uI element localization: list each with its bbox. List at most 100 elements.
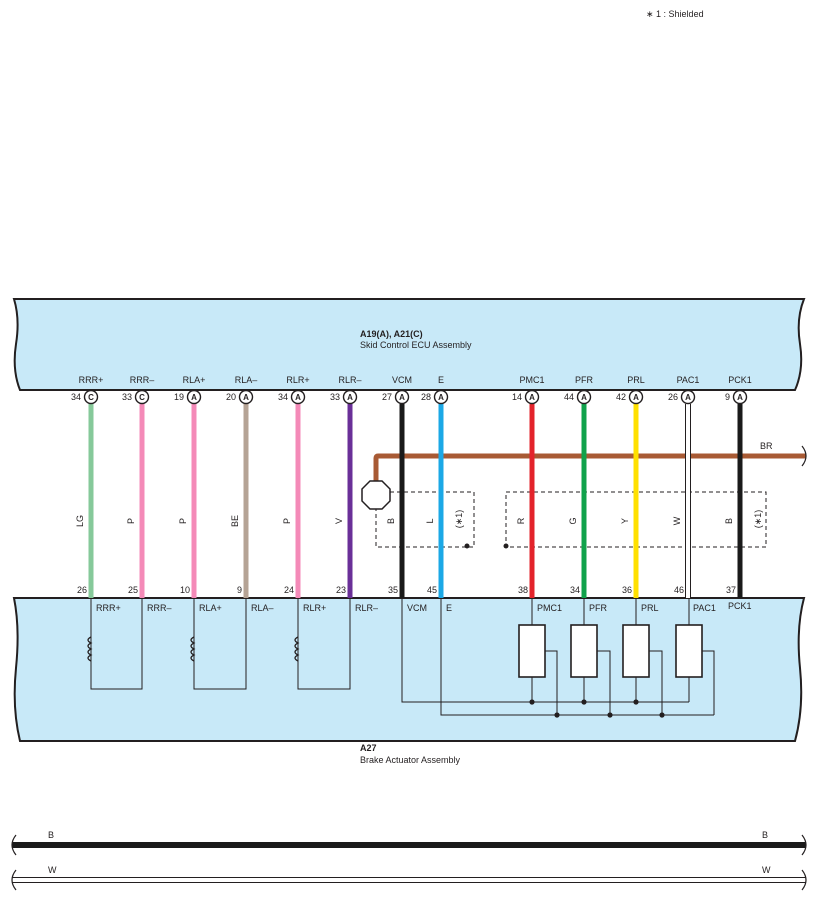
ecu-terminal-label: PCK1: [728, 375, 752, 385]
shield-legend: ∗ 1 : Shielded: [646, 9, 704, 19]
ecu-terminal-label: RLR+: [286, 375, 309, 385]
connector-circle-icon: [576, 389, 592, 405]
actuator-pin-number: 45: [427, 585, 437, 595]
connector-letter: A: [191, 393, 197, 402]
ecu-terminal-label: RLR–: [338, 375, 361, 385]
shield-junction-right: [503, 543, 509, 549]
ecu-terminal-label: PMC1: [519, 375, 544, 385]
actuator-terminal-label: RLA+: [199, 603, 222, 613]
wire-color-code: B: [724, 518, 734, 524]
actuator-pin-number: 34: [570, 585, 580, 595]
connector-letter: C: [88, 393, 94, 402]
pressure-sensor-pmc1: [518, 624, 546, 678]
actuator-terminal-label: PAC1: [693, 603, 716, 613]
actuator-pin-number: 35: [388, 585, 398, 595]
ecu-terminal-label: PFR: [575, 375, 594, 385]
br-wire-break: [801, 445, 807, 467]
coil-icon: [190, 636, 196, 662]
junction-dots: [529, 699, 665, 718]
ecu-pin-number: 34: [71, 392, 81, 402]
wire-color-code: V: [334, 518, 344, 524]
wire-color-code: LG: [75, 515, 85, 527]
connector-letter: A: [295, 393, 301, 402]
connector-circle-icon: [433, 389, 449, 405]
ecu-terminal-label: PAC1: [677, 375, 700, 385]
actuator-terminal-label: RRR–: [147, 603, 172, 613]
wire-color-code: P: [126, 518, 136, 524]
ground-splice-symbol: [361, 480, 391, 510]
br-wire: [373, 453, 806, 494]
ecu-terminal-label: RRR–: [130, 375, 155, 385]
actuator-subtitle: Brake Actuator Assembly: [360, 755, 461, 765]
wire-break-right: [801, 834, 807, 856]
pressure-sensor-pfr: [570, 624, 598, 678]
wire-break-left: [11, 869, 17, 891]
shield-label-left: (∗1): [454, 510, 464, 529]
pressure-sensor-prl: [622, 624, 650, 678]
actuator-terminal-label: RLA–: [251, 603, 274, 613]
wire-color-code: L: [425, 518, 435, 523]
coil-icon: [87, 636, 93, 662]
actuator-terminal-label: PFR: [589, 603, 608, 613]
ecu-pin-number: 33: [330, 392, 340, 402]
connector-circle-icon: [290, 389, 306, 405]
ecu-pin-number: 27: [382, 392, 392, 402]
ecu-terminal-label: PRL: [627, 375, 645, 385]
shield-box-left: [375, 491, 475, 548]
connector-letter: A: [347, 393, 353, 402]
ecu-subtitle: Skid Control ECU Assembly: [360, 340, 472, 350]
connector-letter: A: [399, 393, 405, 402]
actuator-pin-number: 10: [180, 585, 190, 595]
connector-circle-icon: [732, 389, 748, 405]
ecu-pin-number: 9: [725, 392, 730, 402]
actuator-pin-number: 38: [518, 585, 528, 595]
connector-circle-icon: [83, 389, 99, 405]
connector-letter: A: [633, 393, 639, 402]
legend-wire-label-left: B: [48, 830, 54, 840]
coil-icon: [294, 636, 300, 662]
connector-circle-icon: [186, 389, 202, 405]
connector-letter: C: [139, 393, 145, 402]
ecu-pin-number: 19: [174, 392, 184, 402]
actuator-pin-number: 37: [726, 585, 736, 595]
pressure-sensor-pac1: [675, 624, 703, 678]
wire-color-code: B: [386, 518, 396, 524]
ecu-terminal-label: RRR+: [79, 375, 104, 385]
connector-letter: A: [529, 393, 535, 402]
actuator-pin-number: 36: [622, 585, 632, 595]
actuator-box: [12, 597, 806, 742]
actuator-terminal-label: E: [446, 603, 452, 613]
ecu-terminal-label: RLA+: [183, 375, 206, 385]
ecu-pin-number: 34: [278, 392, 288, 402]
wire-color-code: BE: [230, 515, 240, 527]
connector-circle-icon: [134, 389, 150, 405]
connector-circle-icon: [238, 389, 254, 405]
connector-letter: A: [243, 393, 249, 402]
actuator-terminal-label: VCM: [407, 603, 427, 613]
ecu-pin-number: 28: [421, 392, 431, 402]
ecu-terminal-label: E: [438, 375, 444, 385]
actuator-title: A27: [360, 743, 377, 753]
actuator-terminal-label: PMC1: [537, 603, 562, 613]
wire-color-code: W: [672, 516, 682, 525]
wire-color-code: P: [282, 518, 292, 524]
actuator-terminal-label: RLR–: [355, 603, 378, 613]
wire-break-left: [11, 834, 17, 856]
connector-letter: A: [737, 393, 743, 402]
connector-circle-icon: [680, 389, 696, 405]
ecu-pin-number: 20: [226, 392, 236, 402]
